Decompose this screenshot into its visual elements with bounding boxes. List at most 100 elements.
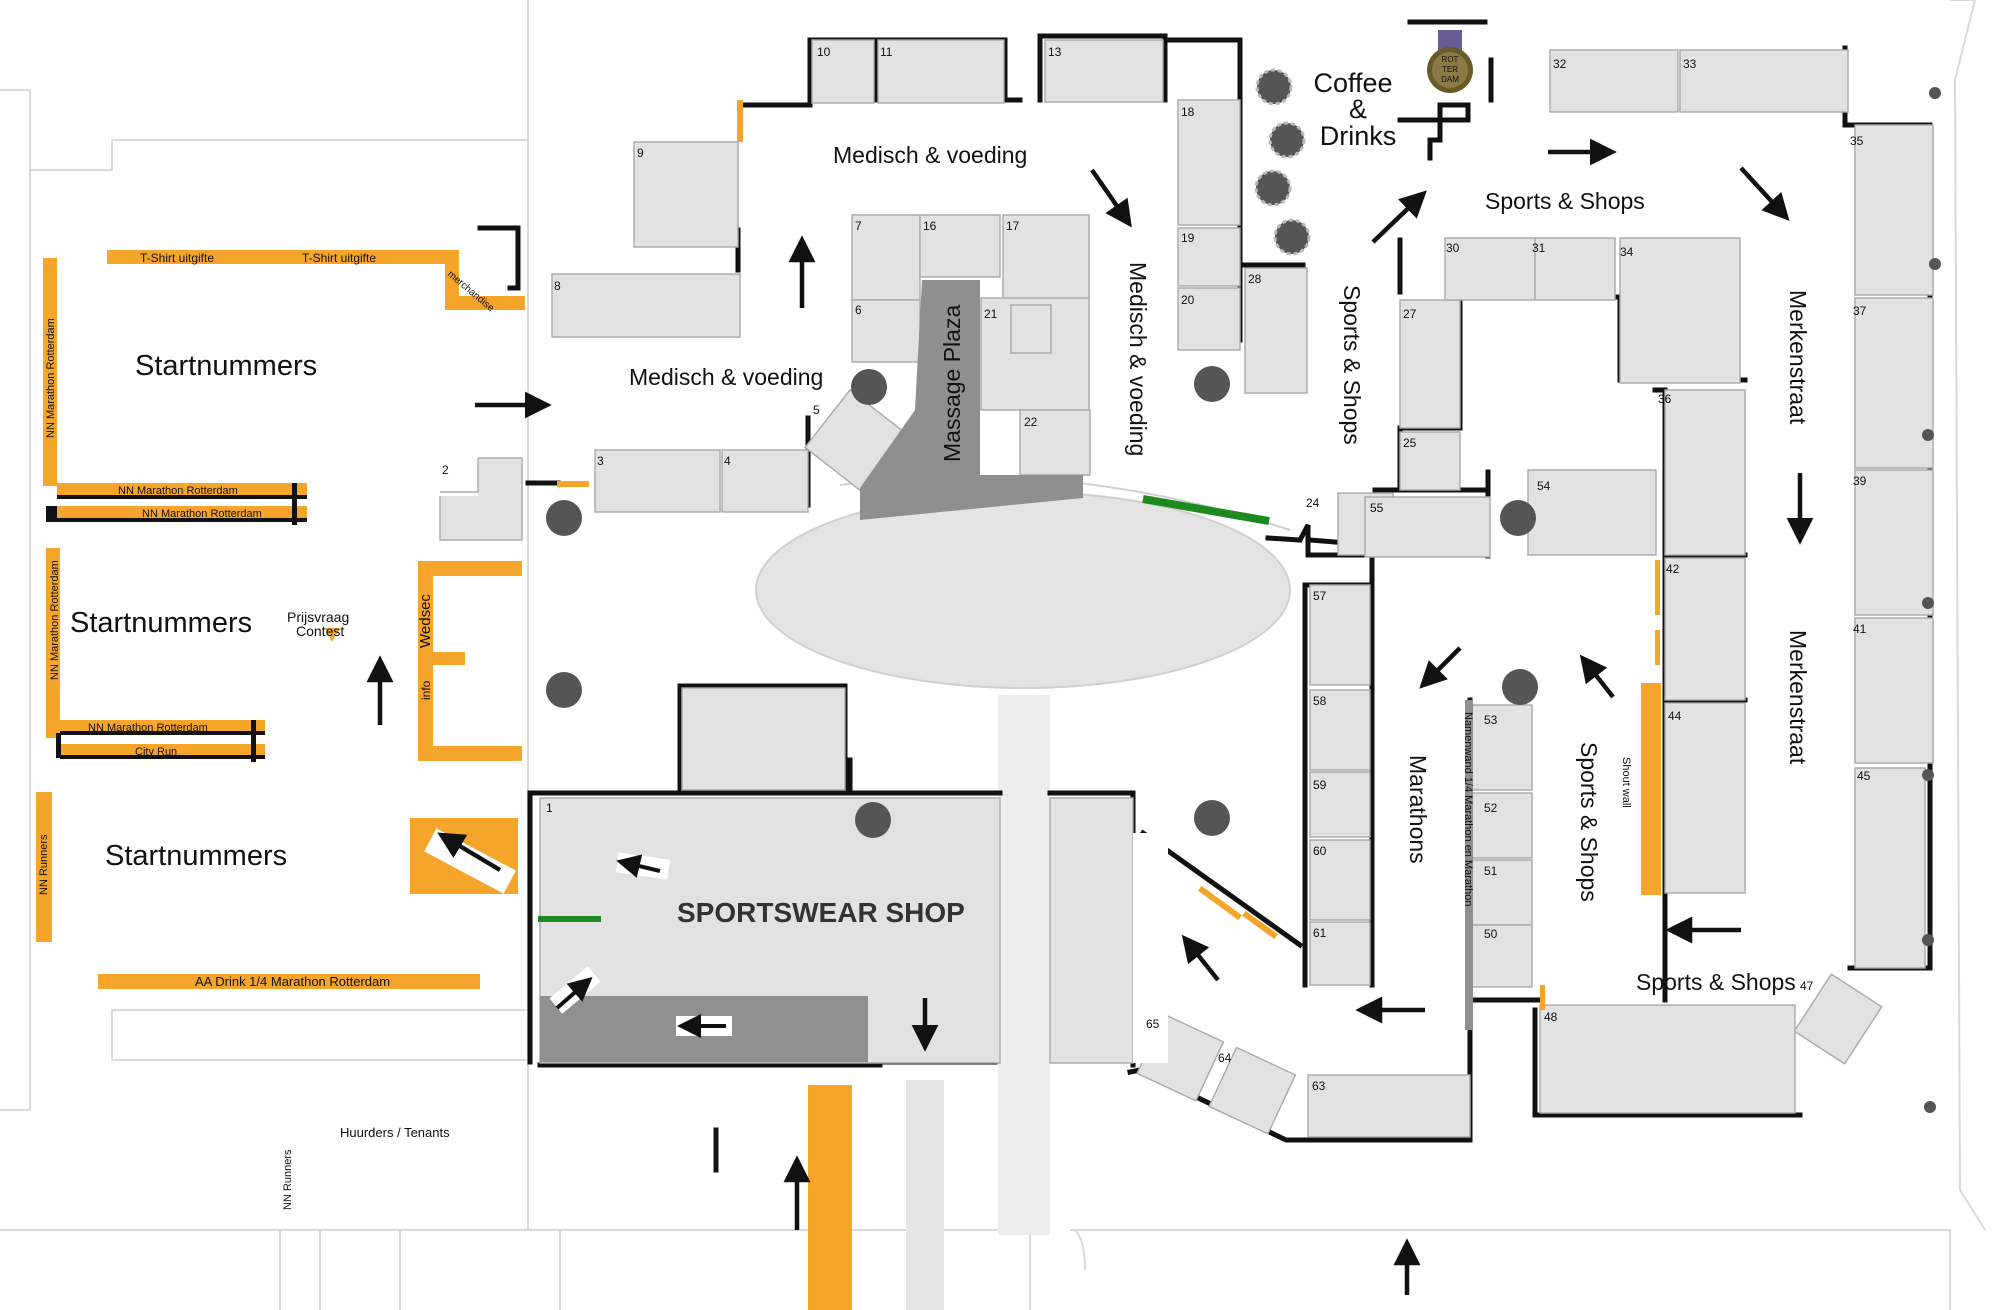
label-merkenstraat-2: Merkenstraat <box>1785 630 1811 765</box>
shout-wall-ext-1 <box>1655 560 1660 615</box>
label-medisch-voeding-top: Medisch & voeding <box>833 142 1027 168</box>
wall-orange-accent-top <box>737 100 743 142</box>
label-marathons: Marathons <box>1405 755 1431 864</box>
pillars <box>546 366 1538 838</box>
booth-2: 2 <box>442 463 449 477</box>
booth-48: 48 <box>1544 1010 1558 1024</box>
label-city-run: City Run <box>135 746 177 758</box>
booth-59: 59 <box>1313 778 1327 792</box>
medal-text-3: DAM <box>1441 75 1459 84</box>
green-entrance-shop <box>538 916 601 922</box>
booth-36: 36 <box>1658 392 1672 406</box>
orange-post <box>1540 985 1545 1010</box>
badge-arrows <box>424 828 732 1038</box>
label-startnummers-1: Startnummers <box>135 350 317 382</box>
booth-64: 64 <box>1218 1051 1232 1065</box>
booth-9: 9 <box>637 146 644 160</box>
booth-24: 24 <box>1306 496 1320 510</box>
label-contest: Contest <box>296 623 344 639</box>
label-prijsvraag: Prijsvraag <box>287 609 349 625</box>
label-sports-shops-vertical: Sports & Shops <box>1339 285 1365 445</box>
booth-13: 13 <box>1048 45 1062 59</box>
label-aa-drink: AA Drink 1/4 Marathon Rotterdam <box>195 974 390 989</box>
booth-45: 45 <box>1857 769 1871 783</box>
booth-58: 58 <box>1313 694 1327 708</box>
booth-65: 65 <box>1146 1017 1160 1031</box>
booth-47: 47 <box>1800 979 1814 993</box>
label-sportswear-shop: SPORTSWEAR SHOP <box>677 897 965 928</box>
booth-55: 55 <box>1370 501 1384 515</box>
label-merkenstraat-1: Merkenstraat <box>1785 290 1811 425</box>
bottom-orange-entrance <box>808 1085 852 1310</box>
booth-27: 27 <box>1403 307 1417 321</box>
counter-black-edges <box>46 483 307 762</box>
label-sports-shops-bottom: Sports & Shops <box>1636 969 1796 995</box>
label-sports-shops-right-vertical: Sports & Shops <box>1576 742 1602 902</box>
booth-52: 52 <box>1484 801 1498 815</box>
booth-35: 35 <box>1850 134 1864 148</box>
medal-text-1: ROT <box>1442 55 1459 64</box>
booth-30: 30 <box>1446 241 1460 255</box>
booth-31: 31 <box>1532 241 1546 255</box>
booth-37: 37 <box>1853 304 1867 318</box>
wall-dots <box>1922 87 1941 1113</box>
orange-diag-1 <box>1198 885 1242 921</box>
label-nn-rotterdam-v1: NN Marathon Rotterdam <box>45 318 57 438</box>
shout-wall-ext-2 <box>1655 630 1660 665</box>
medal-text-2: TER <box>1442 65 1458 74</box>
label-nn-rotterdam-h3: NN Marathon Rotterdam <box>88 722 208 734</box>
booth-11: 11 <box>880 45 893 59</box>
booth-25: 25 <box>1403 436 1417 450</box>
booth-5: 5 <box>813 403 820 417</box>
booth-61: 61 <box>1313 926 1327 940</box>
booth-60: 60 <box>1313 844 1327 858</box>
green-entrance-plaza <box>1142 494 1270 526</box>
booth-6: 6 <box>855 303 862 317</box>
namenwand <box>1465 700 1473 1030</box>
booth-19: 19 <box>1181 231 1195 245</box>
booth-3: 3 <box>597 454 604 468</box>
booth-51: 51 <box>1484 864 1498 878</box>
label-drinks: Drinks <box>1320 121 1397 151</box>
coffee-tables <box>1254 68 1311 256</box>
label-medisch-voeding-mid: Medisch & voeding <box>629 364 823 390</box>
label-nn-runners-2: NN Runners <box>282 1149 294 1210</box>
booth-63: 63 <box>1312 1079 1326 1093</box>
label-huurders: Huurders / Tenants <box>340 1125 450 1140</box>
booths <box>438 39 1934 1138</box>
wall-orange-accent-plaza <box>557 481 589 487</box>
booth-32: 32 <box>1553 57 1567 71</box>
label-tshirt-2: T-Shirt uitgifte <box>302 251 376 265</box>
label-wedsec: Wedsec <box>417 594 434 648</box>
central-plaza <box>755 491 1291 689</box>
orange-diag-2 <box>1242 910 1278 940</box>
booth-28: 28 <box>1248 272 1262 286</box>
booth-22: 22 <box>1024 415 1038 429</box>
booth-10: 10 <box>817 45 831 59</box>
booth-numbers: 1 2 3 4 5 6 7 8 9 10 11 13 16 17 18 19 2… <box>442 45 1871 1093</box>
booth-44: 44 <box>1668 709 1682 723</box>
label-shout-wall: Shout wall <box>1620 757 1632 808</box>
label-nn-runners-1: NN Runners <box>38 834 50 895</box>
label-coffee: Coffee <box>1313 68 1392 98</box>
label-nn-rotterdam-v2: NN Marathon Rotterdam <box>49 560 61 680</box>
booth-54: 54 <box>1537 479 1551 493</box>
booth-8: 8 <box>554 279 561 293</box>
booth-41: 41 <box>1853 622 1867 636</box>
walkway-bottom <box>906 1080 944 1310</box>
booth-4: 4 <box>724 454 731 468</box>
label-sports-shops-top: Sports & Shops <box>1485 188 1645 214</box>
shout-wall <box>1641 683 1661 895</box>
direction-arrows <box>366 138 1814 1295</box>
label-nn-rotterdam-h2: NN Marathon Rotterdam <box>142 508 262 520</box>
booth-16: 16 <box>923 219 937 233</box>
booth-18: 18 <box>1181 105 1195 119</box>
label-startnummers-3: Startnummers <box>105 840 287 872</box>
medal-icon: ROT TER DAM <box>1427 30 1473 93</box>
walkway-vertical <box>998 695 1050 1235</box>
booth-7: 7 <box>855 219 862 233</box>
booth-20: 20 <box>1181 293 1195 307</box>
booth-57: 57 <box>1313 589 1327 603</box>
label-namenwand: Namenwand 1/4 Marathon en Marathon <box>1462 712 1474 906</box>
booth-39: 39 <box>1853 474 1867 488</box>
